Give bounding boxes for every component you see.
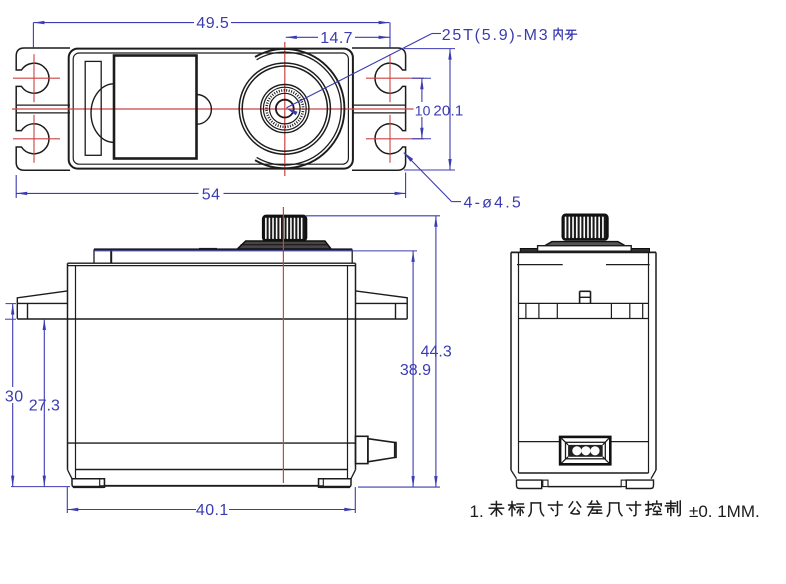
svg-text:54: 54 [202, 187, 221, 204]
svg-text:44.3: 44.3 [421, 343, 452, 360]
svg-text:25T(5.9)-M3: 25T(5.9)-M3 [442, 27, 550, 44]
svg-text:4-ø4.5: 4-ø4.5 [464, 195, 523, 212]
svg-text:1.: 1. [470, 502, 484, 521]
svg-text:10: 10 [415, 103, 431, 119]
svg-text:30: 30 [5, 389, 24, 406]
svg-text:38.9: 38.9 [400, 362, 431, 379]
svg-text:40.1: 40.1 [196, 502, 229, 519]
svg-text:±0. 1MM.: ±0. 1MM. [689, 502, 760, 521]
svg-text:27.3: 27.3 [29, 398, 60, 415]
svg-text:20.1: 20.1 [433, 103, 463, 120]
svg-text:14.7: 14.7 [320, 30, 353, 47]
svg-text:49.5: 49.5 [196, 15, 229, 32]
